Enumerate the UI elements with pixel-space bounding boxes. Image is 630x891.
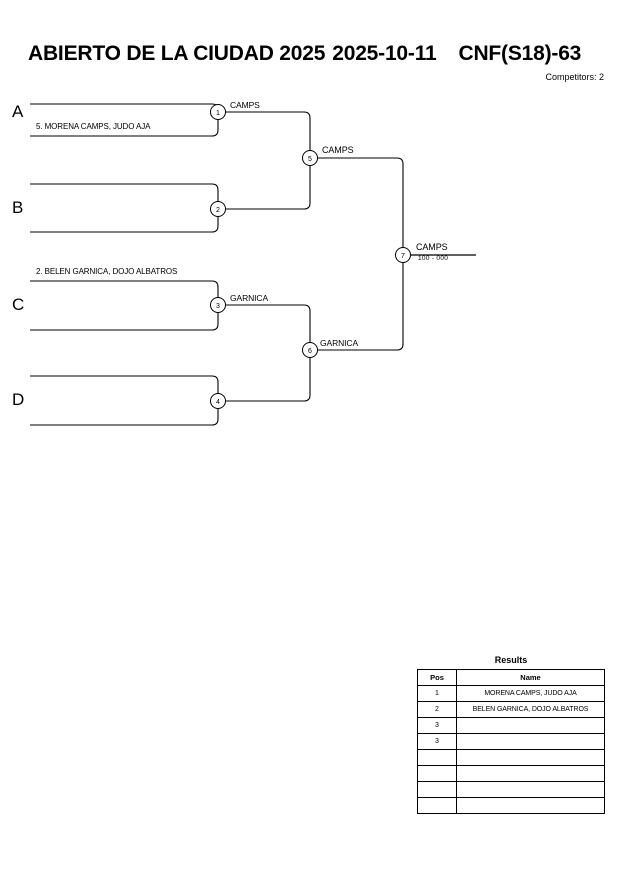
pool-label-a: A <box>12 102 24 121</box>
page-header: ABIERTO DE LA CIUDAD 2025 2025-10-11 CNF(S… <box>0 0 630 92</box>
match-node-4-number: 4 <box>216 399 220 406</box>
competitors-count: Competitors: 2 <box>545 72 604 82</box>
match-node-2[interactable] <box>210 201 226 217</box>
result-name <box>456 797 605 814</box>
table-row[interactable]: 2 BELEN GARNICA, DOJO ALBATROS <box>417 701 605 718</box>
match-node-3-number: 3 <box>216 303 220 310</box>
match-7-score: 100 - 000 <box>418 255 449 262</box>
tournament-date: 2025-10-11 <box>332 42 437 65</box>
result-name <box>456 749 605 766</box>
result-pos: 3 <box>417 717 457 734</box>
match-node-7[interactable] <box>395 247 411 263</box>
bracket-diagram: 1 2 3 4 5 6 7 A B C D 5. MORENA CAMPS, J… <box>0 92 630 452</box>
results-title: Results <box>494 655 528 665</box>
result-pos: 2 <box>417 701 457 718</box>
results-table: Pos Name 1 MORENA CAMPS, JUDO AJA 2 BELE… <box>417 669 605 814</box>
pool-label-d: D <box>12 390 25 409</box>
pool-label-b: B <box>12 198 24 217</box>
page-title: ABIERTO DE LA CIUDAD 2025 2025-10-11 CNF(S… <box>28 42 581 66</box>
table-row[interactable] <box>417 781 605 798</box>
table-row[interactable]: 3 <box>417 717 605 734</box>
category-name: CNF(S18)-63 <box>458 42 582 65</box>
match-5-winner-label: CAMPS <box>322 145 354 155</box>
match-node-3[interactable] <box>210 297 226 313</box>
match-7-winner-label: CAMPS <box>416 242 448 252</box>
table-row[interactable]: 1 MORENA CAMPS, JUDO AJA <box>417 685 605 702</box>
result-name <box>456 717 605 734</box>
result-name <box>456 765 605 782</box>
results-panel: Results Pos Name 1 MORENA CAMPS, JUDO AJ… <box>417 655 605 814</box>
result-name <box>456 781 605 798</box>
table-row[interactable] <box>417 765 605 782</box>
results-col-name: Name <box>456 669 605 686</box>
results-header-row: Pos Name <box>417 669 605 686</box>
result-pos <box>417 765 457 782</box>
match-node-5-number: 5 <box>308 156 312 163</box>
result-pos: 3 <box>417 733 457 750</box>
match-node-5[interactable] <box>302 150 318 166</box>
result-name: BELEN GARNICA, DOJO ALBATROS <box>456 701 605 718</box>
match-node-2-number: 2 <box>216 207 220 214</box>
result-name: MORENA CAMPS, JUDO AJA <box>456 685 605 702</box>
entrant-name-c1: 2. BELEN GARNICA, DOJO ALBATROS <box>36 267 178 276</box>
match-node-7-number: 7 <box>401 253 405 260</box>
results-col-pos: Pos <box>417 669 457 686</box>
match-1-winner-label: CAMPS <box>230 100 260 110</box>
entrant-name-a2: 5. MORENA CAMPS, JUDO AJA <box>36 122 151 131</box>
bracket-lines: 1 2 3 4 5 6 7 <box>30 103 476 426</box>
match-node-6[interactable] <box>302 342 318 358</box>
result-pos <box>417 797 457 814</box>
match-node-1[interactable] <box>210 104 226 120</box>
table-row[interactable]: 3 <box>417 733 605 750</box>
table-row[interactable] <box>417 749 605 766</box>
match-node-1-number: 1 <box>216 110 220 117</box>
match-6-winner-label: GARNICA <box>320 338 359 348</box>
tournament-name: ABIERTO DE LA CIUDAD 2025 <box>28 42 326 65</box>
result-name <box>456 733 605 750</box>
table-row[interactable] <box>417 797 605 814</box>
match-3-winner-label: GARNICA <box>230 293 269 303</box>
result-pos: 1 <box>417 685 457 702</box>
match-node-4[interactable] <box>210 393 226 409</box>
result-pos <box>417 749 457 766</box>
match-node-6-number: 6 <box>308 348 312 355</box>
result-pos <box>417 781 457 798</box>
pool-label-c: C <box>12 295 25 314</box>
